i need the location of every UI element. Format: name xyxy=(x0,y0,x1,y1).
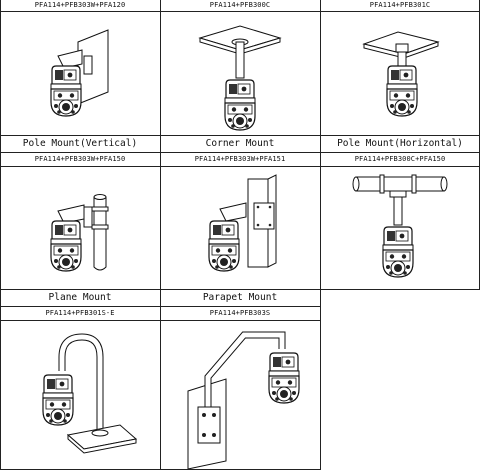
ptz-dome-camera-icon xyxy=(187,331,300,469)
ptz-dome-camera-icon xyxy=(42,333,138,454)
model-code: PFA114+PFB301C xyxy=(369,1,431,9)
mount-title: Pole Mount(Horizontal) xyxy=(337,138,463,149)
ptz-dome-camera-icon xyxy=(50,194,109,272)
grid-line xyxy=(0,135,480,136)
model-code: PFA114+PFB303W+PFA120 xyxy=(34,1,126,9)
model-code: PFA114+PFB300C xyxy=(209,1,271,9)
model-code: PFA114+PFB303W+PFA151 xyxy=(194,155,286,163)
model-code: PFA114+PFB300C+PFA150 xyxy=(354,155,446,163)
model-code: PFA114+PFB301S-E xyxy=(45,309,115,317)
grid-line xyxy=(0,320,320,321)
mount-title: Pole Mount(Vertical) xyxy=(22,138,138,149)
mount-title: Corner Mount xyxy=(205,138,275,149)
grid-line xyxy=(0,0,1,470)
grid-line xyxy=(0,11,480,12)
grid-line xyxy=(0,166,480,167)
grid-line xyxy=(0,306,320,307)
grid-line xyxy=(160,0,161,470)
ptz-dome-camera-icon xyxy=(50,29,109,117)
ptz-dome-camera-icon xyxy=(362,31,440,117)
ptz-dome-camera-icon xyxy=(208,174,277,272)
grid-line xyxy=(320,0,321,470)
ptz-dome-camera-icon xyxy=(198,25,282,131)
model-code: PFA114+PFB303W+PFA150 xyxy=(34,155,126,163)
mount-title: Parapet Mount xyxy=(202,292,278,303)
grid-line xyxy=(0,289,480,290)
mount-title: Plane Mount xyxy=(48,292,112,303)
grid-line xyxy=(0,152,480,153)
ptz-dome-camera-icon xyxy=(352,174,448,278)
model-code: PFA114+PFB303S xyxy=(209,309,271,317)
